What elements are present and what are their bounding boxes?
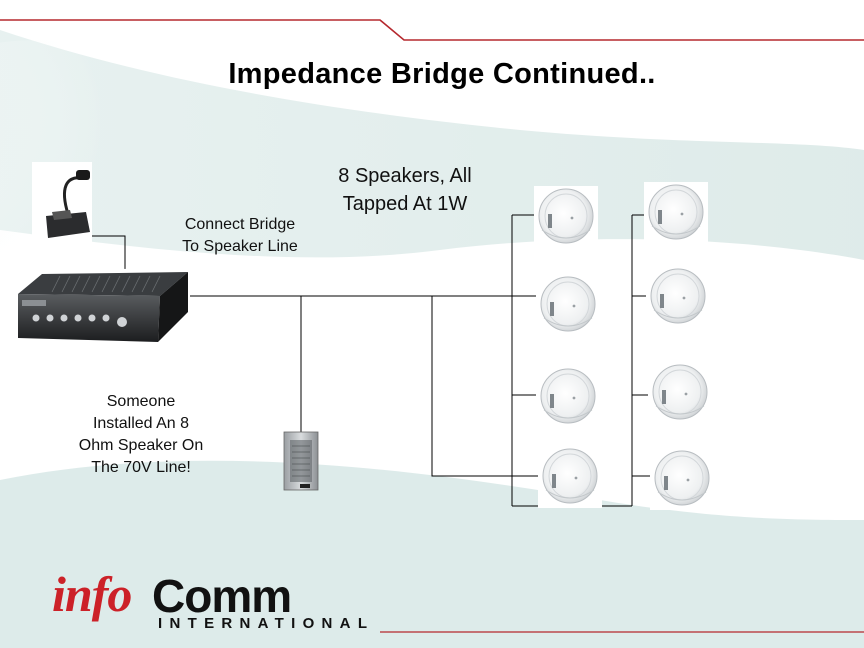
someone-line-2: Installed An 8 [92, 415, 190, 432]
ceiling-speaker-icon [645, 265, 711, 329]
infocomm-logo: info Comm INTERNATIONAL [52, 565, 367, 635]
logo-international-text: INTERNATIONAL [158, 615, 375, 632]
ceiling-speaker-icon [643, 181, 709, 245]
speakers-label: 8 Speakers, All Tapped At 1W [300, 162, 510, 218]
ceiling-speaker-icon [535, 273, 601, 337]
ceiling-speaker-icon [649, 447, 715, 511]
return-wire [431, 296, 512, 477]
connect-bridge-label: Connect Bridge To Speaker Line [160, 214, 320, 258]
mixer-amplifier-icon [14, 268, 190, 344]
accent-line-top [0, 19, 864, 41]
slide-title: Impedance Bridge Continued.. [228, 58, 656, 90]
speakers-line-2: Tapped At 1W [342, 193, 468, 215]
speakers-line-1: 8 Speakers, All [338, 165, 472, 187]
ceiling-speaker-icon [535, 365, 601, 429]
logo-info-text: info [52, 566, 132, 622]
connect-bridge-line-1: Connect Bridge [184, 216, 296, 233]
background-wave-bottom [0, 460, 864, 648]
connect-bridge-line-2: To Speaker Line [182, 238, 298, 255]
someone-label: Someone Installed An 8 Ohm Speaker On Th… [56, 391, 226, 479]
ceiling-speaker-icon [647, 361, 713, 425]
ceiling-speaker-icon [537, 445, 603, 509]
someone-line-1: Someone [106, 393, 176, 410]
mic-cable [90, 235, 126, 282]
paging-microphone-icon [32, 162, 92, 242]
box-speaker-icon [283, 431, 319, 491]
someone-line-3: Ohm Speaker On [78, 437, 204, 454]
logo-comm-text: Comm [152, 570, 292, 622]
someone-line-4: The 70V Line! [91, 459, 191, 476]
ceiling-speaker-icon [533, 185, 599, 249]
